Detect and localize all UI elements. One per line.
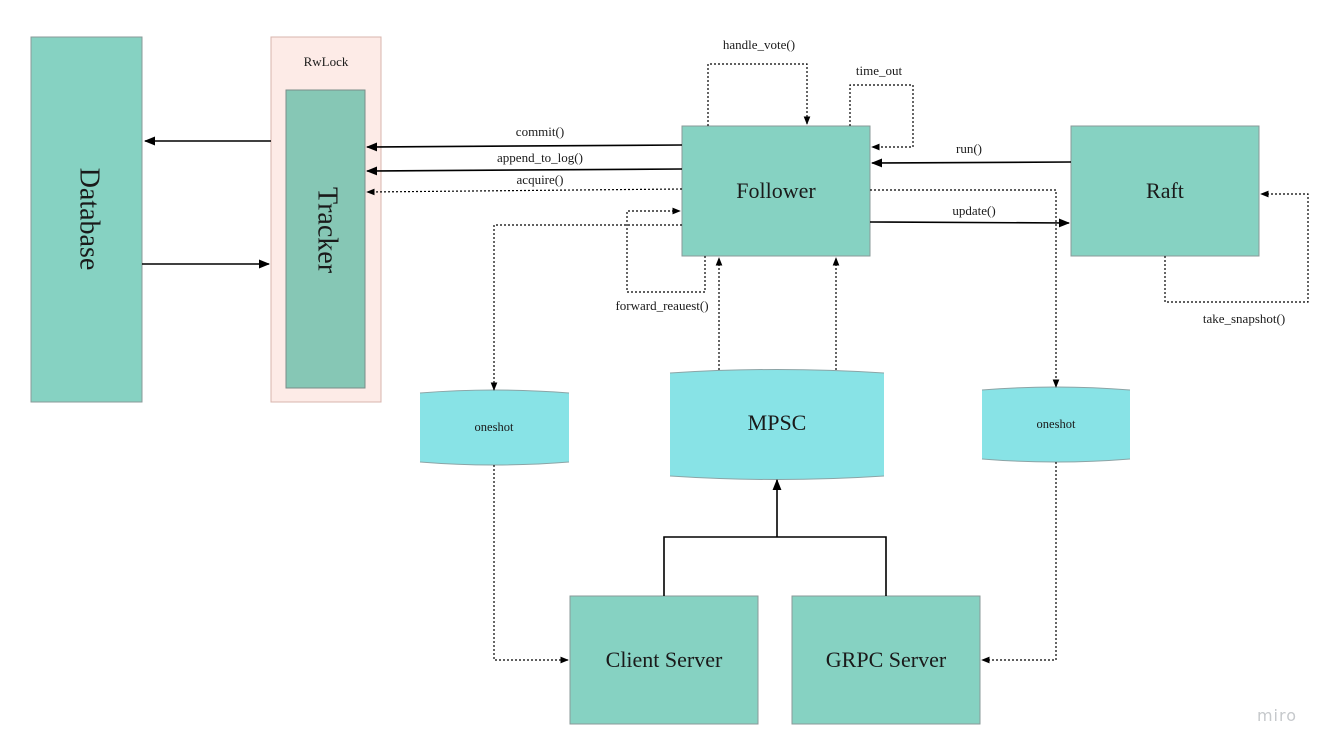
- database-label: Database: [74, 168, 105, 271]
- edge-label-handle-vote: handle_vote(): [723, 37, 795, 52]
- edge-append-to-log: [365, 166, 683, 176]
- oneshot-right-node[interactable]: oneshot: [981, 386, 1131, 463]
- edge-time-out: [849, 84, 914, 151]
- rwlock-label: RwLock: [304, 54, 349, 69]
- raft-label: Raft: [1146, 178, 1184, 203]
- edge-take-snapshot: [1164, 190, 1309, 303]
- edge-label-run: run(): [956, 141, 982, 156]
- edge-acquire: [366, 188, 683, 196]
- oneshot-right-label: oneshot: [1037, 417, 1076, 431]
- client-server-label: Client Server: [606, 647, 723, 672]
- edge-update: [869, 218, 1071, 228]
- follower-node[interactable]: [681, 125, 871, 257]
- raft-node[interactable]: [1070, 125, 1260, 257]
- database-node[interactable]: [30, 36, 143, 403]
- edge-commit: [365, 142, 683, 152]
- client-server-node[interactable]: [569, 595, 759, 725]
- oneshot-left-label: oneshot: [475, 420, 514, 434]
- follower-label: Follower: [736, 178, 816, 203]
- edge-label-update: update(): [952, 203, 995, 218]
- edge-label-acquire: acquire(): [517, 172, 564, 187]
- miro-watermark: miro: [1257, 706, 1297, 725]
- edge-run: [870, 158, 1072, 168]
- edge-oneshot-left-to-client: [493, 465, 569, 664]
- edge-follower-to-oneshot-left: [490, 224, 682, 391]
- edge-follower-to-oneshot-right: [870, 189, 1060, 388]
- edge-label-time-out: time_out: [856, 63, 903, 78]
- mpsc-label: MPSC: [748, 410, 807, 435]
- tracker-node[interactable]: [285, 89, 366, 389]
- edge-forward-request: [626, 207, 706, 293]
- oneshot-left-node[interactable]: oneshot: [419, 389, 570, 466]
- grpc-server-label: GRPC Server: [826, 647, 947, 672]
- edge-label-append-to-log: append_to_log(): [497, 150, 583, 165]
- edge-label-commit: commit(): [516, 124, 564, 139]
- grpc-server-node[interactable]: [791, 595, 981, 725]
- mpsc-node[interactable]: MPSC: [669, 369, 885, 480]
- edge-oneshot-right-to-grpc: [981, 462, 1057, 664]
- edge-label-take-snapshot: take_snapshot(): [1203, 311, 1285, 326]
- edge-servers-to-mpsc: [663, 536, 887, 596]
- edge-handle-vote: [707, 63, 811, 126]
- tracker-label: Tracker: [312, 187, 343, 274]
- edge-label-forward-request: forward_reauest(): [615, 298, 708, 313]
